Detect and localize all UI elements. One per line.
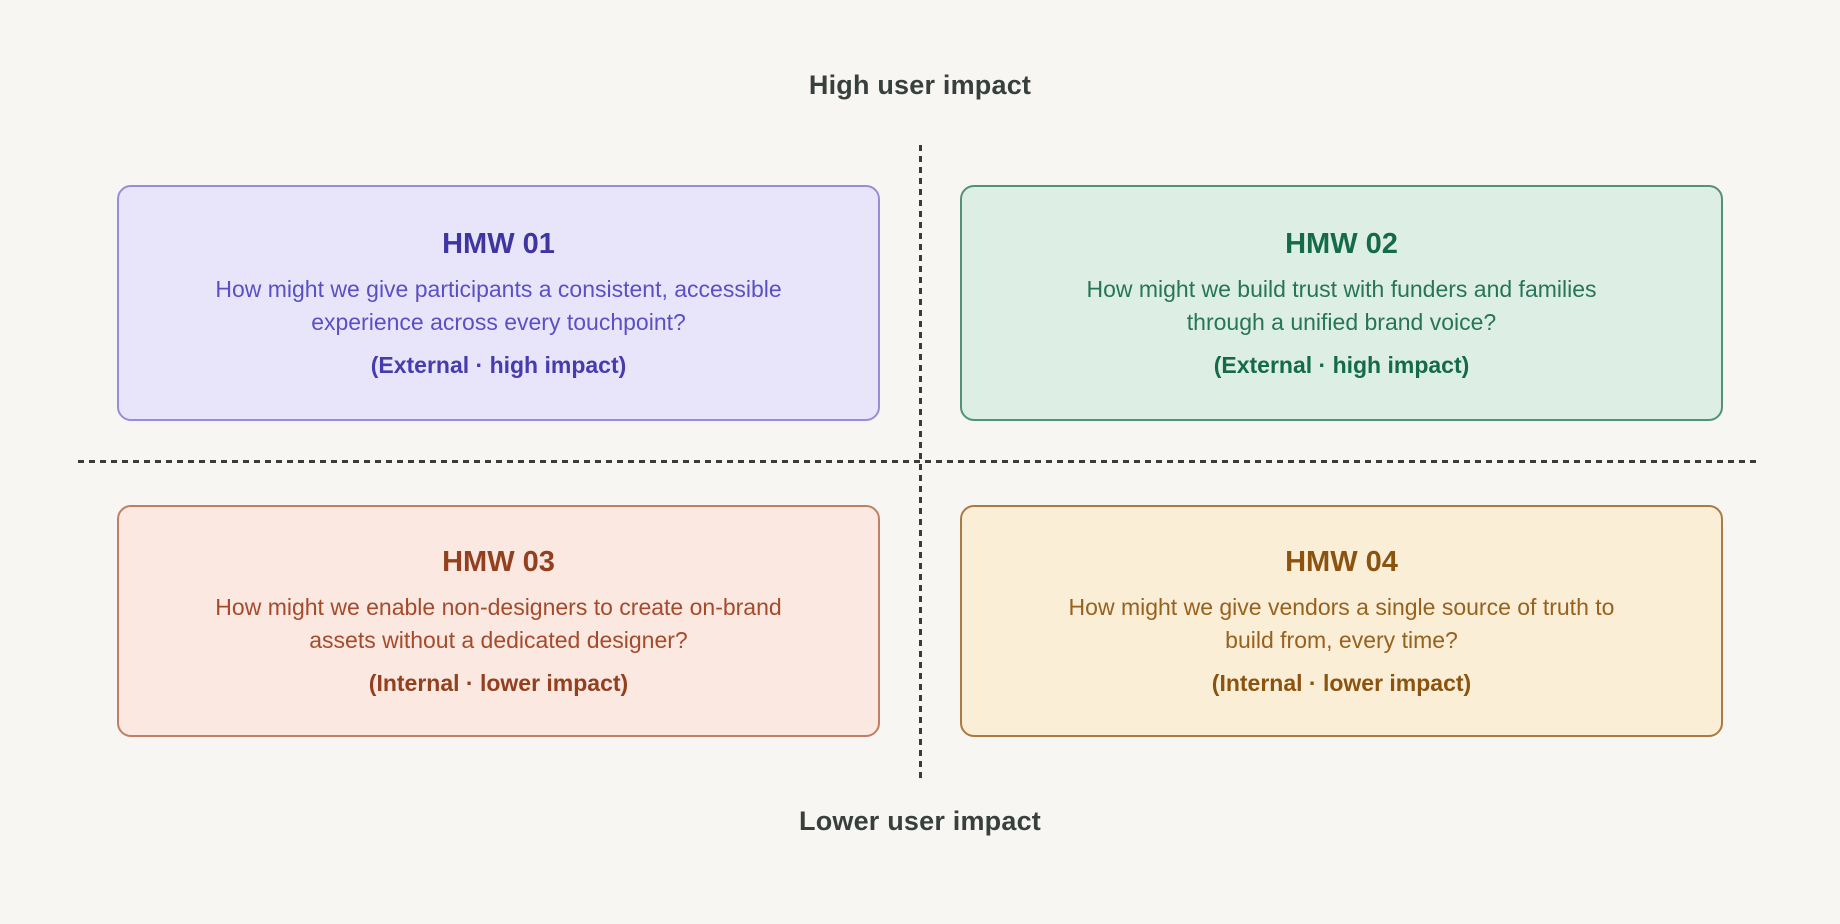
hmw-card-title: HMW 03 [442,545,555,578]
hmw-card-03[interactable]: HMW 03 How might we enable non-designers… [117,505,880,737]
hmw-card-02[interactable]: HMW 02 How might we build trust with fun… [960,185,1723,421]
question-line-2: assets without a dedicated designer? [309,626,688,653]
hmw-card-tag: (External · high impact) [370,351,627,378]
hmw-card-title: HMW 01 [442,227,555,260]
question-line-1: How might we give vendors a single sourc… [1068,593,1615,620]
hmw-card-tag: (Internal · lower impact) [1211,669,1472,696]
question-line-2: through a unified brand voice? [1186,308,1497,335]
hmw-card-01[interactable]: HMW 01 How might we give participants a … [117,185,880,421]
question-line-1: How might we build trust with funders an… [1086,275,1597,302]
hmw-card-question: How might we enable non-designers to cre… [215,591,781,657]
horizontal-axis-dotted-line [78,460,1760,463]
hmw-card-tag: (Internal · lower impact) [368,669,629,696]
question-line-1: How might we enable non-designers to cre… [215,593,782,620]
hmw-card-04[interactable]: HMW 04 How might we give vendors a singl… [960,505,1723,737]
question-line-2: experience across every touchpoint? [311,308,686,335]
hmw-card-question: How might we give participants a consist… [215,273,781,339]
hmw-card-question: How might we build trust with funders an… [1086,273,1596,339]
question-line-2: build from, every time? [1225,626,1458,653]
hmw-card-title: HMW 04 [1285,545,1398,578]
axis-label-lower-impact: Lower user impact [799,806,1041,836]
hmw-card-question: How might we give vendors a single sourc… [1069,591,1615,657]
question-line-1: How might we give participants a consist… [215,275,782,302]
hmw-card-tag: (External · high impact) [1213,351,1470,378]
axis-label-high-impact: High user impact [808,70,1032,100]
hmw-card-title: HMW 02 [1285,227,1398,260]
